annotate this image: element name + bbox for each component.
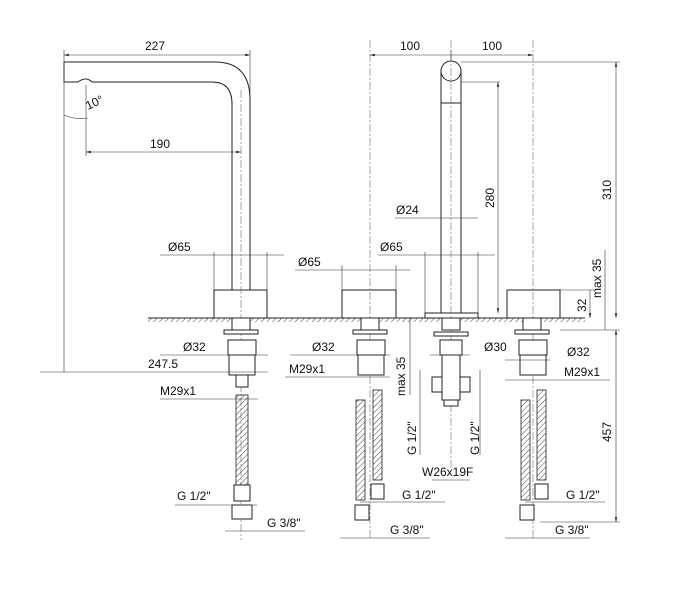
dim-dia65-spout: Ø65	[380, 240, 403, 254]
dim-310: 310	[600, 180, 614, 200]
dim-190: 190	[150, 137, 170, 151]
right-handle	[506, 40, 561, 540]
middle-dia32: Ø32	[312, 340, 335, 354]
dim-100-right: 100	[482, 39, 502, 53]
dim-100-left: 100	[400, 39, 420, 53]
center-spout	[424, 40, 479, 470]
middle-max35: max 35	[394, 356, 408, 396]
dim-dia65-mid: Ø65	[298, 255, 321, 269]
dim-32: 32	[575, 298, 589, 312]
valve-right	[514, 317, 550, 521]
right-g-3-8: G 3/8"	[555, 523, 589, 537]
dim-227: 227	[145, 39, 165, 53]
valve-left	[223, 317, 259, 520]
spout-w26x19f: W26x19F	[422, 465, 473, 479]
right-g-half: G 1/2"	[566, 488, 600, 502]
spout-dia30: Ø30	[484, 340, 507, 354]
right-dia32: Ø32	[567, 345, 590, 359]
left-m29x1: M29x1	[160, 384, 196, 398]
middle-g-3-8: G 3/8"	[390, 523, 424, 537]
middle-m29x1: M29x1	[289, 362, 325, 376]
left-g-3-8: G 3/8"	[267, 516, 301, 530]
spout-g-half-right: G 1/2"	[468, 421, 482, 455]
dim-280: 280	[483, 188, 497, 208]
dim-247-5: 247.5	[148, 357, 178, 371]
dimension-lines	[40, 50, 620, 539]
left-dia32: Ø32	[183, 340, 206, 354]
left-g-half: G 1/2"	[177, 489, 211, 503]
valve-spout	[431, 317, 471, 407]
middle-g-half: G 1/2"	[402, 488, 436, 502]
dim-max35-deck: max 35	[590, 258, 604, 298]
valve-middle	[352, 317, 388, 521]
dim-457: 457	[600, 422, 614, 442]
dim-dia65-left: Ø65	[168, 240, 191, 254]
left-handle	[341, 40, 397, 540]
right-m29x1: M29x1	[564, 365, 600, 379]
spout-g-half-left: G 1/2"	[405, 421, 419, 455]
dim-dia24: Ø24	[396, 203, 419, 217]
dim-angle: 10°	[83, 92, 106, 112]
